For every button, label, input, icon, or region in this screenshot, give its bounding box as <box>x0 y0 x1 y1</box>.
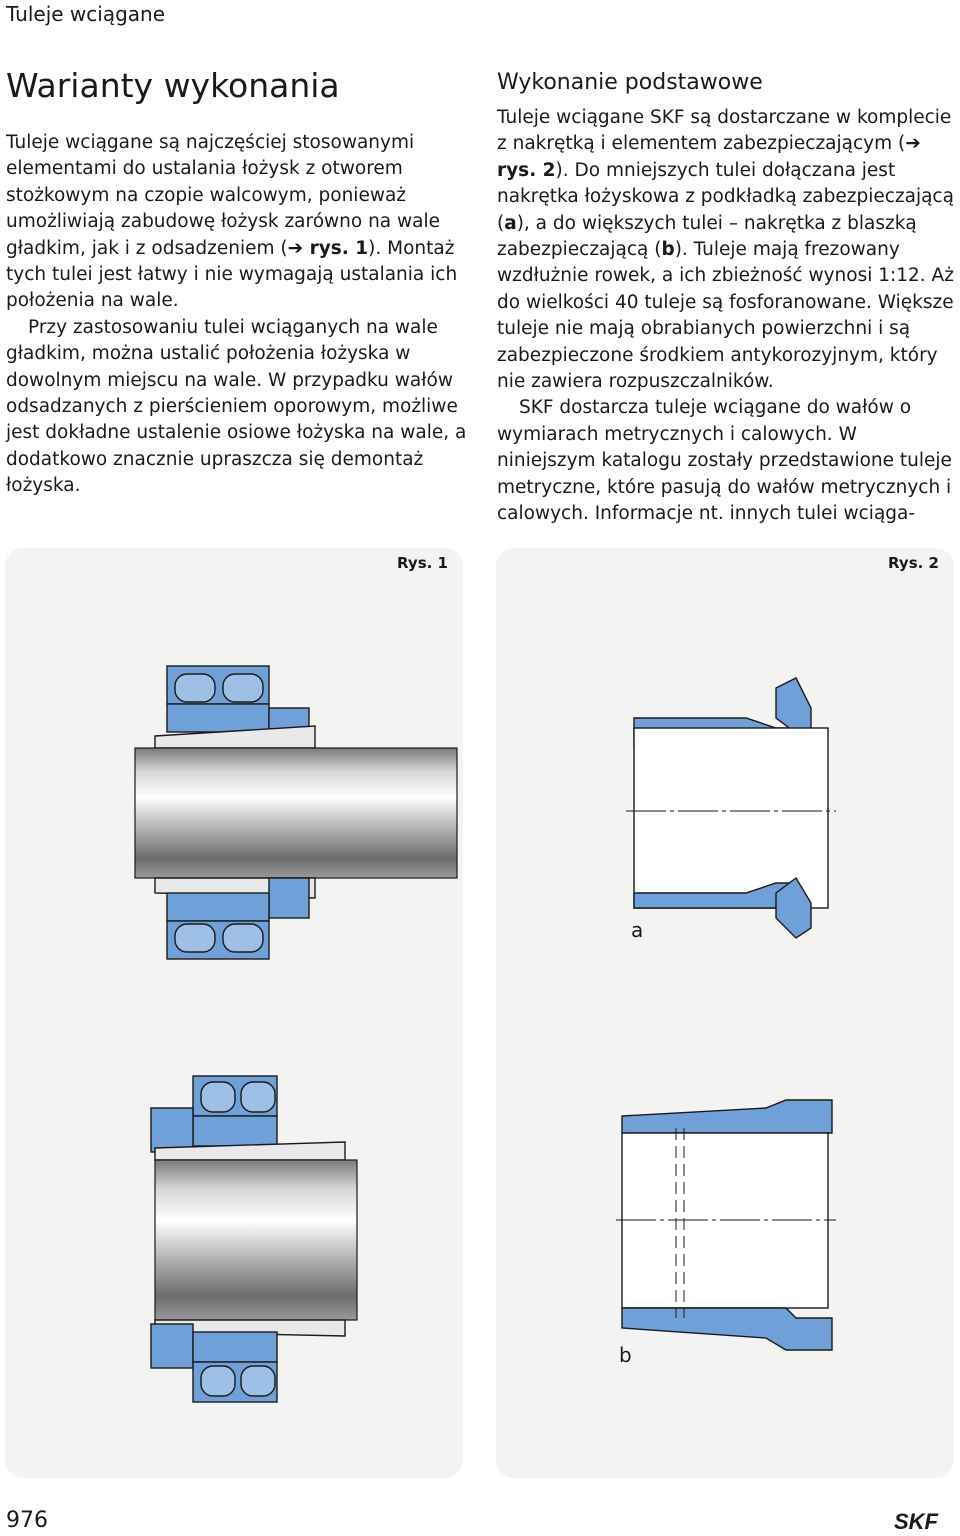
figure-2-panel: Rys. 2 a b <box>496 548 954 1478</box>
section-title: Warianty wykonania <box>6 66 340 105</box>
text-span: ). Montaż tych tulei jest łatwy i nie wy… <box>6 237 458 312</box>
text-span: ), a do większych tulei – nakrętka z bla… <box>497 212 917 261</box>
text-span: ). Do mniejszych tulei dołączana jest na… <box>497 159 954 234</box>
lower-bearing-assembly <box>150 1075 346 1161</box>
sleeve-variant-a <box>626 677 836 939</box>
paragraph: SKF dostarcza tuleje wciągane do wałów o… <box>497 397 952 525</box>
figure-1-drawing <box>134 665 458 1403</box>
sleeve-variant-b <box>616 1099 836 1351</box>
skf-logo: SKF <box>878 1510 954 1532</box>
text-span: Tuleje wciągane SKF są dostarczane w kom… <box>497 107 952 155</box>
svg-text:SKF: SKF <box>894 1510 939 1532</box>
figure-reference-link[interactable]: ➔ rys. 1 <box>287 237 369 259</box>
text-span: Tuleje wciągane są najczęściej stosowany… <box>6 132 441 259</box>
text-span: ). Tuleje mają frezowany wzdłużnie rowek… <box>497 239 954 393</box>
page-number: 976 <box>6 1508 48 1533</box>
running-header: Tuleje wciągane <box>6 2 166 26</box>
paragraph: Tuleje wciągane są najczęściej stosowany… <box>6 130 468 315</box>
figure-reference-link[interactable]: ➔ rys. 2 <box>497 133 921 181</box>
paragraph: Przy zastosowaniu tulei wciąganych na wa… <box>6 316 467 497</box>
variant-a-label: a <box>631 918 644 942</box>
subsection-title: Wykonanie podstawowe <box>497 70 763 95</box>
variant-reference: b <box>661 239 675 261</box>
stepped-shaft <box>154 1159 358 1321</box>
left-text-column: Tuleje wciągane są najczęściej stosowany… <box>6 130 468 500</box>
figure-2-drawing <box>616 677 836 1351</box>
right-text-column: Tuleje wciągane SKF są dostarczane w kom… <box>497 105 955 528</box>
variant-b-label: b <box>619 1343 632 1367</box>
figure-2-label: Rys. 2 <box>888 554 939 572</box>
figure-1-panel: Rys. 1 <box>5 548 463 1478</box>
figure-1-label: Rys. 1 <box>397 554 448 572</box>
variant-reference: a <box>504 212 517 234</box>
upper-bearing-assembly <box>154 665 316 749</box>
shaft <box>134 747 458 879</box>
paragraph: Tuleje wciągane SKF są dostarczane w kom… <box>497 105 955 395</box>
